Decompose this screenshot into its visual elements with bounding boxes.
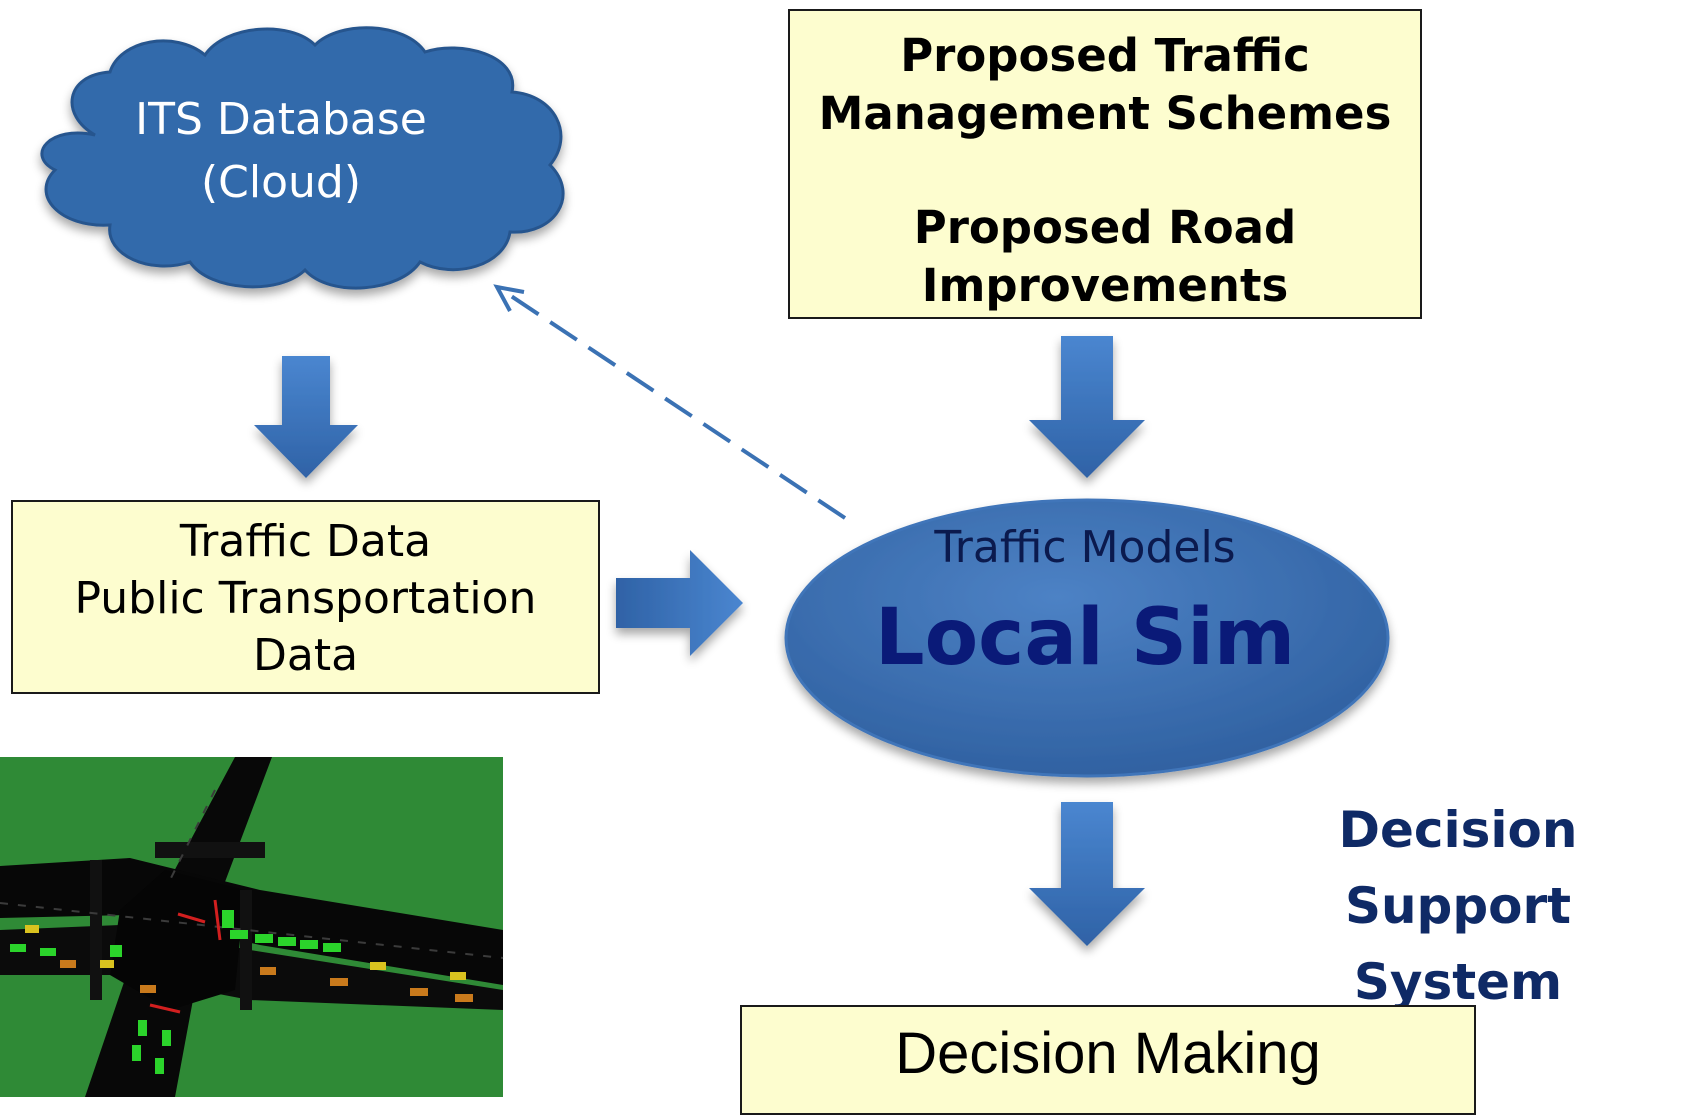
decision-making-box: Decision Making <box>740 1005 1476 1115</box>
traffic-simulation-image <box>0 757 504 1097</box>
decision-support-line1: Decision Support <box>1338 801 1578 935</box>
down-arrow-cloud-to-data <box>254 356 358 478</box>
traffic-data-line2: Public Transportation <box>74 573 537 624</box>
traffic-models-label: Traffic Models <box>934 522 1236 573</box>
proposals-line2: Management Schemes <box>818 87 1392 140</box>
feedback-dashed-arrow <box>493 284 847 520</box>
traffic-data-box: Traffic Data Public Transportation Data <box>11 500 600 694</box>
down-arrow-model-to-decision <box>1029 802 1145 946</box>
cloud-label-line1: ITS Database <box>135 94 427 145</box>
decision-support-label: Decision Support System <box>1218 792 1698 1020</box>
traffic-data-line3: Data <box>252 630 359 681</box>
proposals-line3: Proposed Road <box>913 201 1297 254</box>
cloud-label: ITS Database (Cloud) <box>120 88 442 214</box>
local-sim-ellipse <box>784 498 1390 778</box>
down-arrow-proposals-to-model <box>1029 336 1145 478</box>
traffic-data-line1: Traffic Data <box>179 516 432 567</box>
decision-making-label: Decision Making <box>895 1021 1321 1086</box>
decision-support-line2: System <box>1353 953 1563 1011</box>
local-sim-title: Local Sim <box>874 593 1296 683</box>
proposals-line1: Proposed Traffic <box>900 29 1310 82</box>
right-arrow-data-to-model <box>616 550 743 656</box>
proposals-box: Proposed Traffic Management Schemes Prop… <box>788 9 1422 319</box>
cloud-label-line2: (Cloud) <box>200 157 361 208</box>
cloud-icon <box>40 26 565 290</box>
proposals-line4: Improvements <box>921 259 1289 312</box>
